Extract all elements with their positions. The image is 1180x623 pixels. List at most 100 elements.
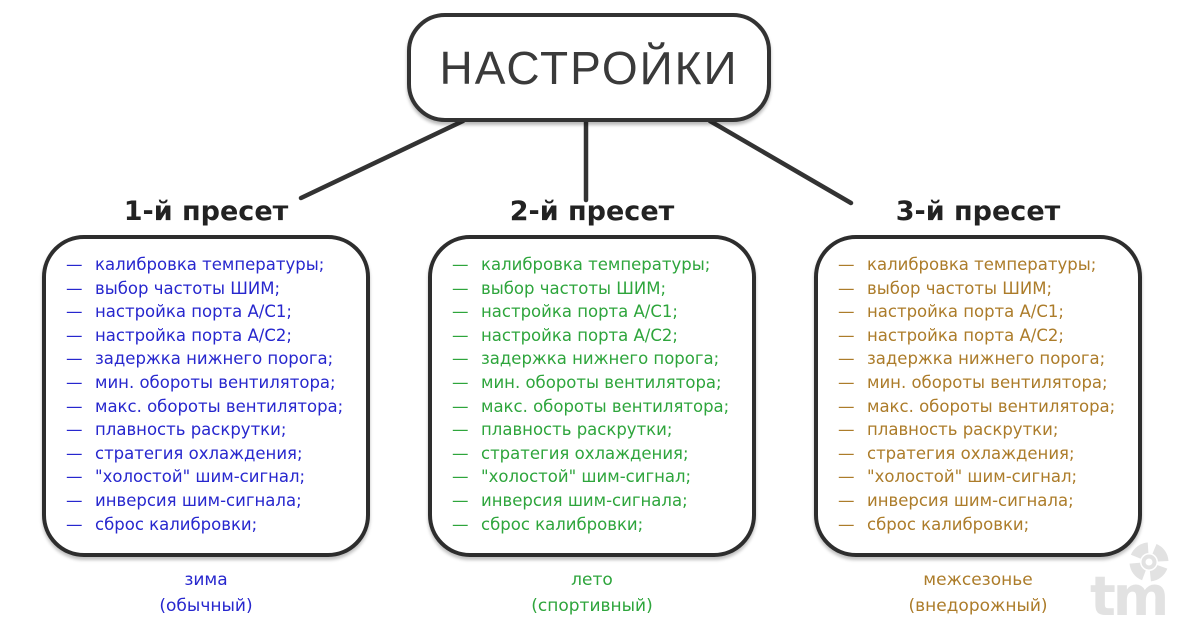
dash-bullet: —	[838, 372, 855, 392]
setting-item: — стратегия охлаждения;	[838, 442, 1132, 466]
dash-bullet: —	[66, 278, 83, 298]
dash-bullet: —	[838, 349, 855, 369]
dash-bullet: —	[838, 490, 855, 510]
dash-bullet: —	[452, 372, 469, 392]
setting-item: —мин. обороты вентилятора;	[452, 371, 746, 395]
setting-item: — выбор частоты ШИМ;	[66, 277, 360, 301]
setting-item: —калибровка температуры;	[66, 253, 360, 277]
root-node: НАСТРОЙКИ	[407, 13, 771, 122]
setting-item: — плавность раскрутки;	[452, 418, 746, 442]
dash-bullet: —	[66, 396, 83, 416]
dash-bullet: —	[838, 302, 855, 322]
dash-bullet: —	[66, 514, 83, 534]
setting-item: — настройка порта А/С2;	[452, 324, 746, 348]
preset-3-season: межсезонье	[923, 570, 1033, 590]
setting-item: —"холостой" шим-сигнал;	[66, 465, 360, 489]
connector-line-right	[707, 118, 854, 206]
dash-bullet: —	[452, 420, 469, 440]
preset-2-mode: (спортивный)	[531, 596, 653, 616]
preset-1-items: —калибровка температуры;—выбор частоты Ш…	[66, 253, 360, 536]
setting-item-text: инверсия шим-сигнала;	[481, 490, 688, 510]
setting-item: —выбор частоты ШИМ;	[838, 277, 1132, 301]
dash-bullet: —	[66, 490, 83, 510]
preset-column-1: 1-й пресет —калибровка температуры;—выбо…	[42, 196, 370, 619]
setting-item: — макс. обороты вентилятора;	[452, 395, 746, 419]
preset-3-mode: (внедорожный)	[908, 596, 1048, 616]
gear-icon	[1129, 542, 1169, 582]
setting-item: —сброс калибровки;	[452, 513, 746, 537]
dash-bullet: —	[838, 443, 855, 463]
preset-1-mode: (обычный)	[159, 596, 253, 616]
setting-item: — задержка нижнего порога;	[838, 347, 1132, 371]
dash-bullet: —	[66, 420, 83, 440]
setting-item-text: плавность раскрутки;	[481, 420, 673, 440]
preset-2-items: — калибровка температуры; — выбор частоты Ш…	[452, 253, 746, 536]
setting-item-text: "холостой" шим-сигнал;	[481, 467, 692, 487]
setting-item: —инверсия шим-сигнала;	[838, 489, 1132, 513]
preset-column-2: 2-й пресет — калибровка температуры; — выбо…	[428, 196, 756, 619]
svg-text:tm: tm	[1090, 565, 1166, 621]
setting-item-text: стратегия охлаждения;	[867, 443, 1075, 463]
dash-bullet: —	[838, 255, 855, 274]
setting-item-text: выбор частоты ШИМ;	[95, 278, 281, 298]
preset-2-box: — калибровка температуры; — выбор частоты Ш…	[428, 235, 756, 557]
preset-2-label: лето (спортивный)	[428, 567, 756, 619]
connector-line-left	[298, 118, 466, 201]
setting-item-text: мин. обороты вентилятора;	[867, 372, 1108, 392]
preset-1-season: зима	[184, 570, 228, 590]
setting-item-text: задержка нижнего порога;	[95, 349, 334, 369]
setting-item-text: настройка порта А/С1;	[95, 302, 292, 322]
dash-bullet: —	[838, 420, 855, 440]
dash-bullet: —	[452, 443, 469, 463]
dash-bullet: —	[66, 443, 83, 463]
preset-3-box: — калибровка температуры; —выбор частоты Ш…	[814, 235, 1142, 557]
setting-item-text: стратегия охлаждения;	[481, 443, 689, 463]
dash-bullet: —	[452, 255, 469, 274]
dash-bullet: —	[838, 325, 855, 345]
setting-item: — макс. обороты вентилятора;	[66, 395, 360, 419]
setting-item: —макс. обороты вентилятора;	[838, 395, 1132, 419]
setting-item: —плавность раскрутки;	[838, 418, 1132, 442]
setting-item-text: макс. обороты вентилятора;	[95, 396, 344, 416]
setting-item-text: сброс калибровки;	[867, 514, 1030, 534]
preset-3-heading: 3-й пресет	[895, 196, 1061, 227]
preset-3-label: межсезонье (внедорожный)	[814, 567, 1142, 619]
setting-item-text: настройка порта А/С2;	[481, 325, 678, 345]
dash-bullet: —	[452, 325, 469, 345]
dash-bullet: —	[452, 396, 469, 416]
dash-bullet: —	[452, 278, 469, 298]
watermark-gear-tm-logo: tm	[1090, 542, 1169, 621]
setting-item-text: макс. обороты вентилятора;	[481, 396, 730, 416]
setting-item: —сброс калибровки;	[838, 513, 1132, 537]
setting-item-text: калибровка температуры;	[867, 255, 1097, 274]
setting-item-text: задержка нижнего порога;	[867, 349, 1106, 369]
dash-bullet: —	[838, 278, 855, 298]
root-node-title: НАСТРОЙКИ	[439, 41, 739, 94]
setting-item: —настройка порта А/С2;	[838, 324, 1132, 348]
dash-bullet: —	[66, 372, 83, 392]
setting-item: — калибровка температуры;	[838, 253, 1132, 277]
setting-item: — мин. обороты вентилятора;	[838, 371, 1132, 395]
dash-bullet: —	[838, 396, 855, 416]
preset-2-season: лето	[571, 570, 613, 590]
setting-item-text: инверсия шим-сигнала;	[95, 490, 302, 510]
setting-item-text: калибровка температуры;	[481, 255, 711, 274]
dash-bullet: —	[452, 514, 469, 534]
dash-bullet: —	[66, 349, 83, 369]
setting-item: —плавность раскрутки;	[66, 418, 360, 442]
preset-column-3: 3-й пресет — калибровка температуры; —выбо…	[814, 196, 1142, 619]
setting-item: —мин. обороты вентилятора;	[66, 371, 360, 395]
setting-item-text: выбор частоты ШИМ;	[481, 278, 667, 298]
setting-item: — стратегия охлаждения;	[452, 442, 746, 466]
preset-1-label: зима (обычный)	[42, 567, 370, 619]
setting-item-text: "холостой" шим-сигнал;	[95, 467, 306, 487]
setting-item-text: сброс калибровки;	[95, 514, 258, 534]
preset-1-box: —калибровка температуры;—выбор частоты Ш…	[42, 235, 370, 557]
setting-item-text: настройка порта А/С2;	[95, 325, 292, 345]
preset-1-heading: 1-й пресет	[123, 196, 289, 227]
dash-bullet: —	[452, 490, 469, 510]
preset-2-heading: 2-й пресет	[509, 196, 675, 227]
setting-item: — инверсия шим-сигнала;	[66, 489, 360, 513]
setting-item-text: задержка нижнего порога;	[481, 349, 720, 369]
